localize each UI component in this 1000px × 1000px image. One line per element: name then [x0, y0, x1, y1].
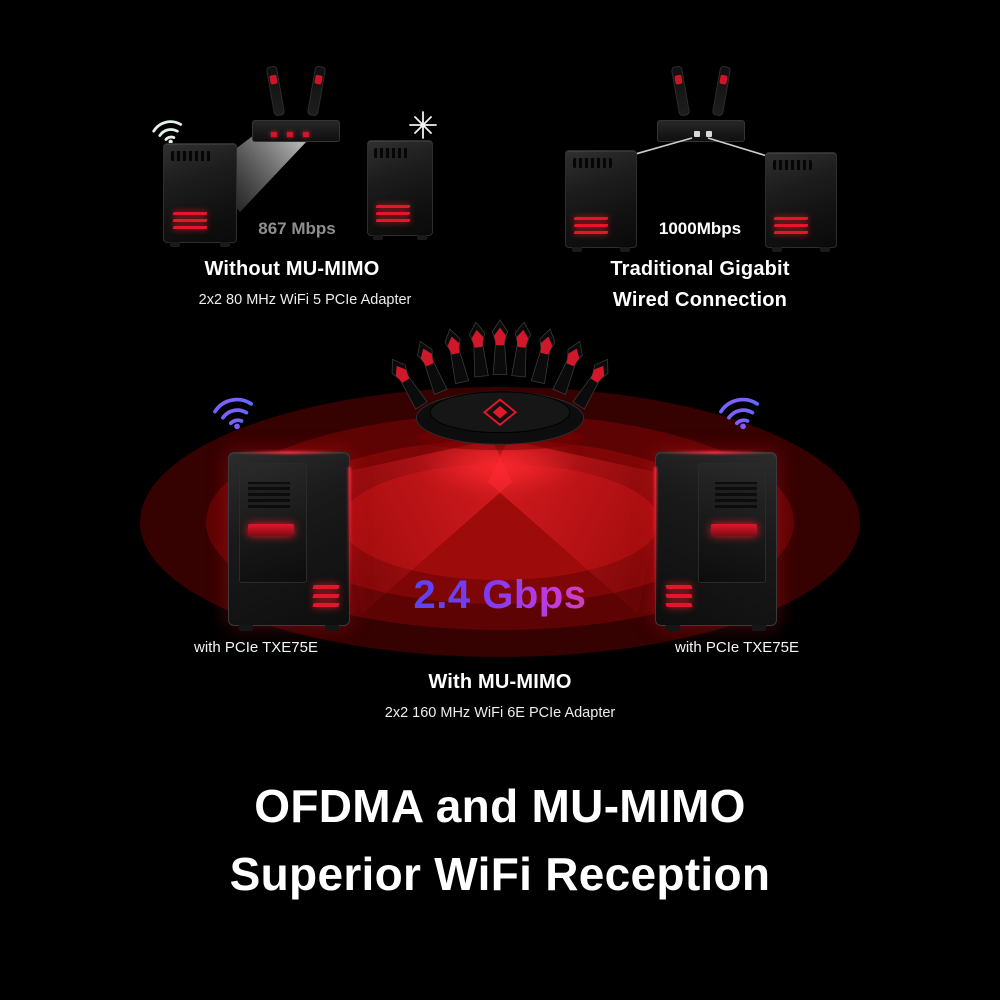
speed-label-wired: 1000Mbps — [658, 219, 742, 238]
pcie-card — [711, 524, 757, 536]
wifi-icon — [719, 397, 760, 430]
pc-tower-icon — [565, 150, 637, 248]
pc-tower-icon — [654, 451, 777, 626]
tower-vent — [773, 160, 812, 170]
headline-line2: Superior WiFi Reception — [229, 848, 771, 900]
router-body — [252, 120, 340, 142]
tower-vent — [573, 158, 612, 168]
router-icon — [248, 65, 344, 142]
tower-glass-panel — [698, 463, 766, 583]
router-antenna — [265, 65, 286, 117]
pc-tower-icon — [228, 451, 351, 626]
title-wired-line2: Wired Connection — [612, 289, 788, 311]
title-wired-line1: Traditional Gigabit — [610, 258, 790, 280]
subtitle-with-mumimo: 2x2 160 MHz WiFi 6E PCIe Adapter — [384, 705, 616, 721]
pc-tower-icon — [367, 140, 433, 236]
router-icon — [653, 65, 749, 142]
gaming-router-icon — [391, 319, 609, 451]
pcie-card — [248, 524, 294, 536]
right-pc-label: with PCIe TXE75E — [675, 639, 799, 656]
speed-label-with-mumimo: 2.4 Gbps — [350, 570, 650, 620]
tower-rim-glow — [663, 451, 769, 454]
tower-vent — [171, 151, 211, 161]
tower-vent — [248, 482, 290, 508]
tower-edge-glow — [348, 466, 351, 612]
router-antenna — [670, 65, 691, 117]
pc-tower-icon — [765, 152, 837, 248]
tower-vent — [715, 482, 757, 508]
router-antennas — [391, 319, 609, 410]
speed-label-without-mumimo: 867 Mbps — [258, 219, 336, 238]
title-with-mumimo: With MU-MIMO — [428, 671, 572, 693]
subtitle-without-mumimo: 2x2 80 MHz WiFi 5 PCIe Adapter — [198, 292, 412, 308]
title-without-mumimo: Without MU-MIMO — [204, 258, 380, 280]
tower-vent — [374, 148, 410, 158]
tower-edge-glow — [654, 466, 657, 612]
router-antenna — [711, 65, 732, 117]
headline-line1: OFDMA and MU-MIMO — [254, 780, 746, 832]
pc-tower-icon — [163, 143, 237, 243]
router-antenna — [306, 65, 327, 117]
wifi-icon — [152, 120, 183, 144]
tower-led-stripes — [312, 585, 340, 607]
sparkle-icon — [409, 111, 437, 139]
left-pc-label: with PCIe TXE75E — [194, 639, 318, 656]
wifi-icon — [213, 397, 254, 430]
signal-beams — [335, 440, 665, 614]
tower-rim-glow — [236, 451, 342, 454]
tower-led-stripes — [665, 585, 693, 607]
tower-glass-panel — [239, 463, 307, 583]
router-body — [657, 120, 745, 142]
